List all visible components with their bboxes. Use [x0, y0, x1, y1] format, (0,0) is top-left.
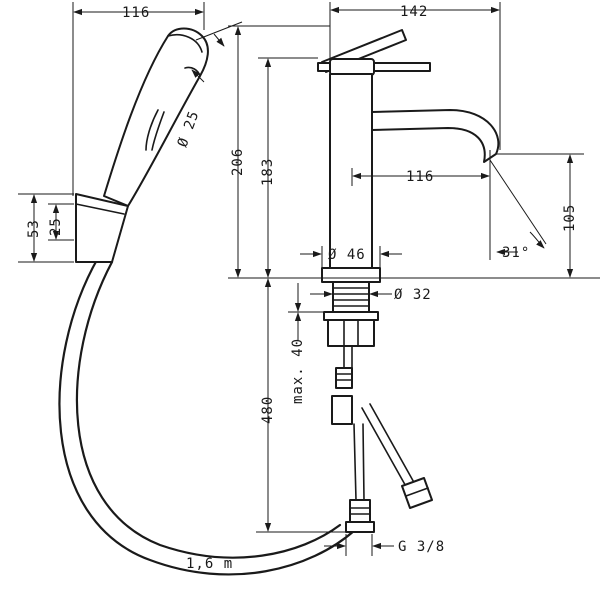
dim-connection: G 3/8 [398, 539, 445, 555]
dim-handshower-width: 116 [122, 5, 150, 21]
dim-holder-height: 53 [26, 219, 42, 238]
dim-holder-inner: 25 [48, 217, 64, 236]
dim-spout-angle: 31° [502, 245, 530, 261]
dim-spout-height-low: 105 [562, 204, 578, 232]
dim-total-height: 206 [230, 148, 246, 176]
hand-shower [103, 27, 209, 207]
shower-holder [75, 193, 129, 263]
dim-body-diameter: Ø 46 [328, 247, 366, 263]
shower-hose [58, 256, 357, 576]
dim-spout-height: 183 [260, 158, 276, 186]
faucet [317, 29, 500, 347]
dim-spout-reach: 116 [406, 169, 434, 185]
dimension-labels: 116 Ø 25 53 25 206 183 142 116 105 31° Ø… [26, 4, 578, 572]
dim-hose-length-vertical: 480 [260, 396, 276, 424]
dimension-lines [18, 2, 600, 556]
dim-hose-length: 1,6 m [186, 556, 233, 572]
supply-hoses [331, 345, 433, 533]
dim-max-deck: max. 40 [290, 338, 306, 404]
dim-projection: 142 [400, 4, 428, 20]
dim-thread-diameter: Ø 32 [394, 287, 432, 303]
